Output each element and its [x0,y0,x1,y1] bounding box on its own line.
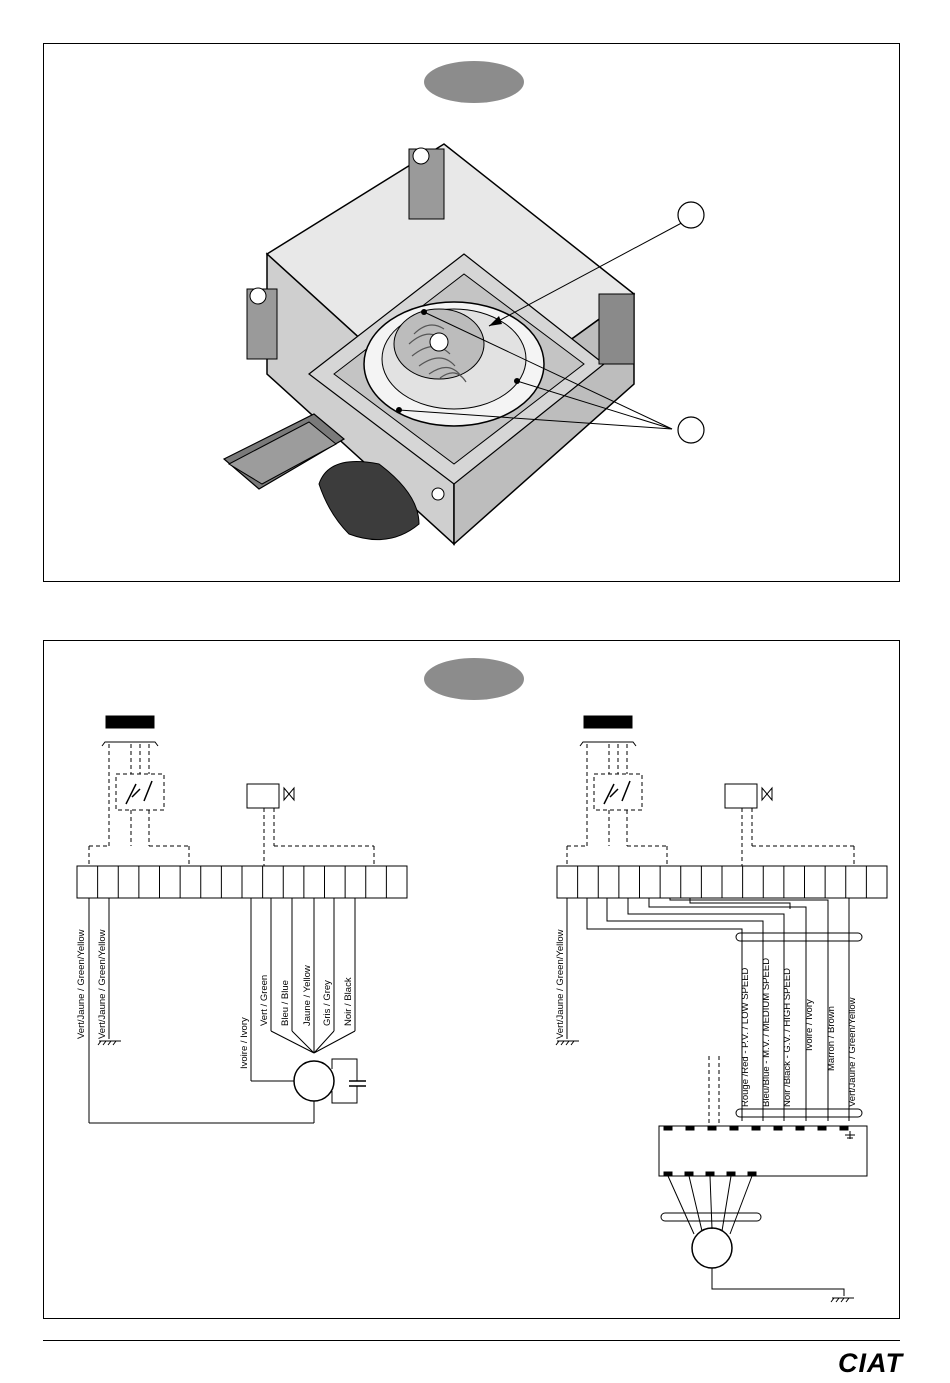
power-label-block-right [583,715,633,729]
wire-label-medium-speed: Bleu/Blue - M.V. / MEDIUM SPEED [761,958,772,1107]
connector-pin [747,1171,757,1177]
exploded-view-panel [43,43,900,582]
fan-motor-left [293,1060,335,1102]
ground-label-right: Vert/Jaune / Green/Yellow [555,929,566,1039]
connector-pin [795,1125,805,1131]
connector-pin [817,1125,827,1131]
connector-pin [663,1125,673,1131]
valve-actuator-left [246,783,280,809]
wiring-diagrams-panel: Vert/Jaune / Green/Yellow Vert/Jaune / G… [43,640,900,1319]
wire-label-yellow: Jaune / Yellow [302,965,313,1026]
figure-number-badge [424,658,524,700]
connector-pin [751,1125,761,1131]
wire-label-brown: Marron / Brown [826,1006,837,1071]
footer-rule [43,1340,900,1341]
wire-label-black: Noir / Black [343,977,354,1026]
connector-pin [663,1171,673,1177]
figure-number-badge [424,61,524,103]
power-label-block-left [105,715,155,729]
wire-label-grey: Gris / Grey [322,980,333,1026]
connector-pin [685,1125,695,1131]
connector-pin [707,1125,717,1131]
wire-label-ivory-right: Ivoire / Ivory [804,999,815,1051]
wire-label-green: Vert / Green [259,975,270,1026]
wire-label-high-speed: Noir /Black - G.V. / HIGH SPEED [782,968,793,1107]
connector-pin [773,1125,783,1131]
wire-label-green-yellow-right: Vert/Jaune / Green/Yellow [847,997,858,1107]
speed-selector-box [658,1125,868,1177]
wire-label-ivory: Ivoire / Ivory [239,1017,250,1069]
callout-circle-2 [677,416,705,444]
connector-pin [726,1171,736,1177]
connector-pin [684,1171,694,1177]
connector-pin [705,1171,715,1177]
callout-circle-1 [677,201,705,229]
fan-unit-illustration [222,143,705,546]
wire-label-low-speed: Rouge /Red - P.V. / LOW SPEED [740,967,751,1107]
fan-motor-right [691,1227,733,1269]
valve-actuator-right [724,783,758,809]
wiring-diagram-svg: Vert/Jaune / Green/Yellow Vert/Jaune / G… [76,715,888,1303]
brand-logo: CIAT [838,1348,903,1378]
wire-label-blue: Bleu / Blue [280,980,291,1026]
ground-label-1: Vert/Jaune / Green/Yellow [76,929,87,1039]
connector-pin [729,1125,739,1131]
connector-pin [839,1125,849,1131]
ground-label-2: Vert/Jaune / Green/Yellow [97,929,108,1039]
